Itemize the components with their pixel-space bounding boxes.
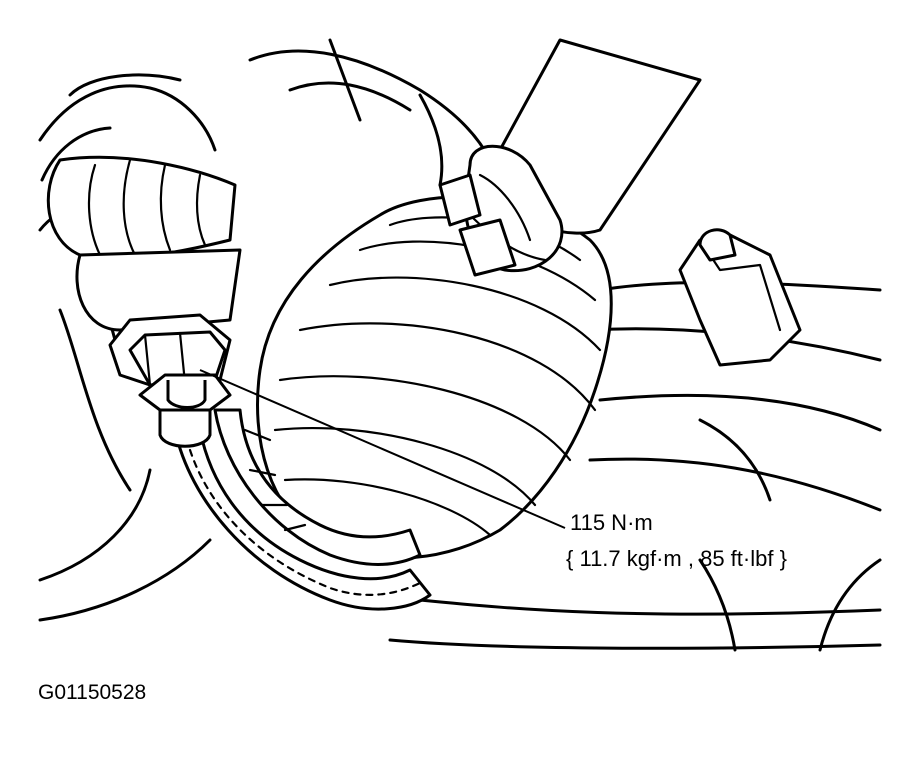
background-structure [38, 38, 882, 652]
axle-nut [108, 313, 232, 448]
torque-spec-nm: 115 N·m [570, 510, 653, 535]
callout-leader-line [199, 369, 566, 529]
torque-spec-alternate-units: { 11.7 kgf·m , 85 ft·lbf } [566, 546, 787, 571]
cv-boot [256, 195, 613, 560]
tie-rod-boot [46, 155, 242, 332]
abs-sensor-ring [173, 408, 432, 611]
figure-id: G01150528 [38, 681, 147, 704]
bracket [678, 228, 802, 367]
boot-clamp [438, 173, 517, 277]
